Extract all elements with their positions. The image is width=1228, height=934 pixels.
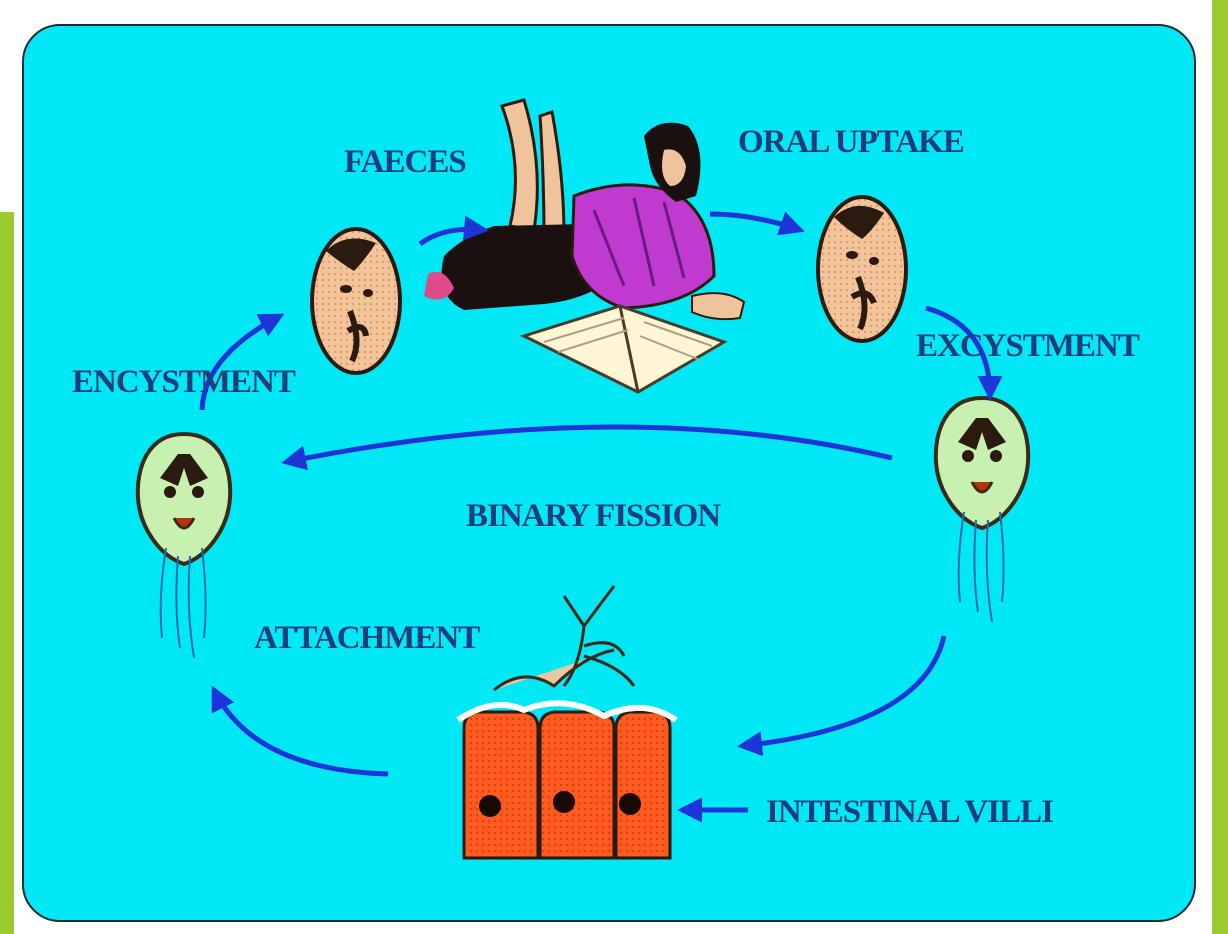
open-book-icon xyxy=(524,306,724,392)
label-attachment: ATTACHMENT xyxy=(254,620,480,656)
intestinal-villi-icon xyxy=(458,586,676,858)
label-binary-fission: BINARY FISSION xyxy=(466,498,721,534)
life-cycle-panel: FAECES ORAL UPTAKE EXCYSTMENT ENCYSTMENT… xyxy=(22,24,1196,922)
cyst-icon xyxy=(312,229,400,373)
arrow-villi-return xyxy=(742,636,944,746)
trophozoite-icon xyxy=(138,434,230,658)
label-encystment: ENCYSTMENT xyxy=(72,364,296,400)
cyst-icon xyxy=(818,197,906,341)
label-intestinal-villi: INTESTINAL VILLI xyxy=(766,794,1053,830)
arrow-binary-fission xyxy=(286,427,892,462)
label-excystment: EXCYSTMENT xyxy=(916,328,1140,364)
life-cycle-diagram: FAECES ORAL UPTAKE EXCYSTMENT ENCYSTMENT… xyxy=(24,26,1196,922)
arrow-oral-uptake xyxy=(710,214,800,230)
label-oral-uptake: ORAL UPTAKE xyxy=(738,124,964,160)
right-accent-bar xyxy=(1212,0,1228,934)
trophozoite-icon xyxy=(936,398,1028,622)
label-faeces: FAECES xyxy=(344,144,466,180)
arrow-attachment xyxy=(214,690,388,774)
reclining-person-icon xyxy=(424,100,744,319)
left-accent-bar xyxy=(0,212,14,934)
